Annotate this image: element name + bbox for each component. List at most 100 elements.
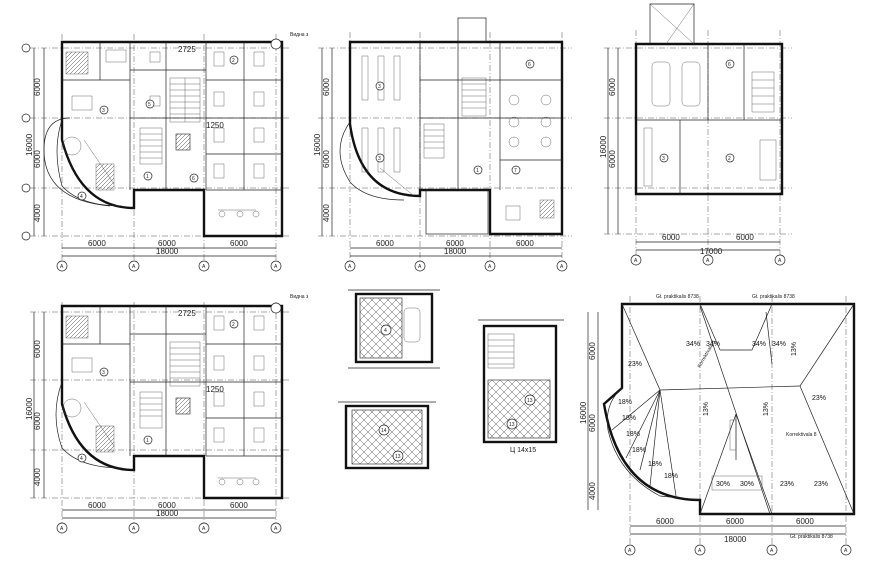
dimension-label: 6000: [322, 150, 331, 168]
axis-letter: A: [844, 548, 848, 554]
axis-letter: A: [634, 258, 638, 264]
room-number: 6: [728, 62, 731, 68]
axis-letter: A: [488, 264, 492, 270]
room-number: 1: [146, 438, 149, 444]
room-number: 3: [662, 156, 665, 162]
room-number: 3: [102, 108, 105, 114]
dimension-label: 6000: [158, 501, 176, 510]
dimension-label: 6000: [33, 340, 42, 358]
room-number: 6: [528, 62, 531, 68]
detail-bathroom-1: 4: [348, 289, 440, 369]
room-number: 2: [728, 156, 731, 162]
floor-plan-top-left: 1 2 3 4 5 6 1250 2725 Видна з 6000 6000 …: [21, 32, 309, 272]
dimension-label: 2725: [178, 309, 196, 318]
room-number: 2: [232, 58, 235, 64]
dimension-label: 4000: [588, 482, 597, 500]
room-number: 3: [378, 84, 381, 90]
room-number: 4: [80, 456, 83, 462]
detail-stair-bath: 13 13 Ц 14x15: [478, 319, 564, 454]
roof-slope-label: 23%: [812, 395, 826, 402]
dimension-label: 6000: [158, 239, 176, 248]
room-number: 5: [148, 102, 151, 108]
dimension-label: 18000: [156, 509, 179, 518]
section-mark-label: Видна з: [290, 294, 309, 300]
dimension-label: 1250: [206, 385, 224, 394]
roof-slope-label: 18%: [618, 399, 632, 406]
roof-slope-label: 34%: [772, 341, 786, 348]
floor-plan-bottom-left: 1 2 3 4 1250 2725 Видна з 6000 6000 6000…: [25, 294, 309, 534]
axis-letter: A: [706, 258, 710, 264]
roof-slope-label: 13%: [763, 402, 770, 416]
floor-plan-top-middle: 3 3 6 1 7 6000 6000 6000 18000 6000 6000…: [313, 17, 572, 272]
axis-letter: A: [60, 264, 64, 270]
dimension-label: 6000: [608, 150, 617, 168]
room-number: 2: [232, 322, 235, 328]
dimension-label: 6000: [376, 239, 394, 248]
dimension-label: 6000: [88, 501, 106, 510]
roof-note: Gt. praktikalis 8738: [656, 294, 699, 300]
dimension-label: 6000: [608, 78, 617, 96]
axis-letter: A: [698, 548, 702, 554]
detail-caption: Ц 14x15: [510, 447, 536, 454]
axis-letter: A: [274, 526, 278, 532]
dimension-label: 4000: [322, 204, 331, 222]
dimension-label: 6000: [588, 414, 597, 432]
dimension-label: 6000: [736, 233, 754, 242]
roof-slope-label: 30%: [716, 481, 730, 488]
roof-slope-label: 34%: [752, 341, 766, 348]
roof-slope-label: 18%: [664, 473, 678, 480]
axis-letter: A: [202, 264, 206, 270]
axis-letter: A: [628, 548, 632, 554]
axis-letter: A: [132, 526, 136, 532]
axis-letter: A: [274, 264, 278, 270]
room-number: 7: [514, 168, 517, 174]
axis-letter: A: [132, 264, 136, 270]
dimension-label: 16000: [25, 133, 34, 156]
dimension-label: 4000: [33, 468, 42, 486]
room-number: 13: [527, 398, 533, 404]
dimension-label: 1250: [206, 121, 224, 130]
dimension-label: 6000: [322, 78, 331, 96]
room-number: 1: [146, 174, 149, 180]
axis-letter: A: [60, 526, 64, 532]
roof-slope-label: 18%: [626, 431, 640, 438]
room-number: 13: [395, 454, 401, 460]
dimension-label: 6000: [516, 239, 534, 248]
dimension-label: 16000: [579, 401, 588, 424]
dimension-label: 6000: [446, 239, 464, 248]
dimension-label: 6000: [33, 78, 42, 96]
roof-slope-label: 34%: [706, 341, 720, 348]
roof-slope-label: 23%: [780, 481, 794, 488]
dimension-label: 18000: [444, 247, 467, 256]
dimension-label: 6000: [656, 517, 674, 526]
dimension-label: 6000: [796, 517, 814, 526]
axis-letter: A: [560, 264, 564, 270]
dimension-label: 6000: [88, 239, 106, 248]
room-number: 3: [378, 156, 381, 162]
roof-slope-label: 18%: [632, 447, 646, 454]
dimension-label: 6000: [662, 233, 680, 242]
dimension-label: 2725: [178, 45, 196, 54]
dimension-label: 16000: [313, 133, 322, 156]
section-mark-label: Видна з: [290, 32, 309, 38]
axis-letter: A: [770, 548, 774, 554]
roof-slope-label: 18%: [622, 415, 636, 422]
roof-slope-label: 23%: [628, 361, 642, 368]
dimension-label: 6000: [588, 342, 597, 360]
axis-letter: A: [778, 258, 782, 264]
roof-slope-label: 13%: [703, 402, 710, 416]
room-number: 1: [476, 168, 479, 174]
roof-slope-label: 13%: [791, 342, 798, 356]
dimension-label: 16000: [599, 135, 608, 158]
axis-letter: A: [202, 526, 206, 532]
detail-bathroom-2: 14 13: [338, 401, 436, 470]
dimension-label: 6000: [726, 517, 744, 526]
floor-plan-top-right: 6 2 3 6000 6000 17000 6000 6000 16000 A …: [599, 3, 792, 266]
room-number: 6: [192, 176, 195, 182]
roof-note: Gt. praktikalis 8738: [752, 294, 795, 300]
roof-plan: 23% 34% 34% 34% 34% 13% 13% 13% 18% 18% …: [579, 294, 856, 556]
room-number-group: 1 2 3 4 5 6: [77, 55, 239, 201]
dimension-label: 6000: [33, 150, 42, 168]
dimension-label: 17000: [700, 247, 723, 256]
